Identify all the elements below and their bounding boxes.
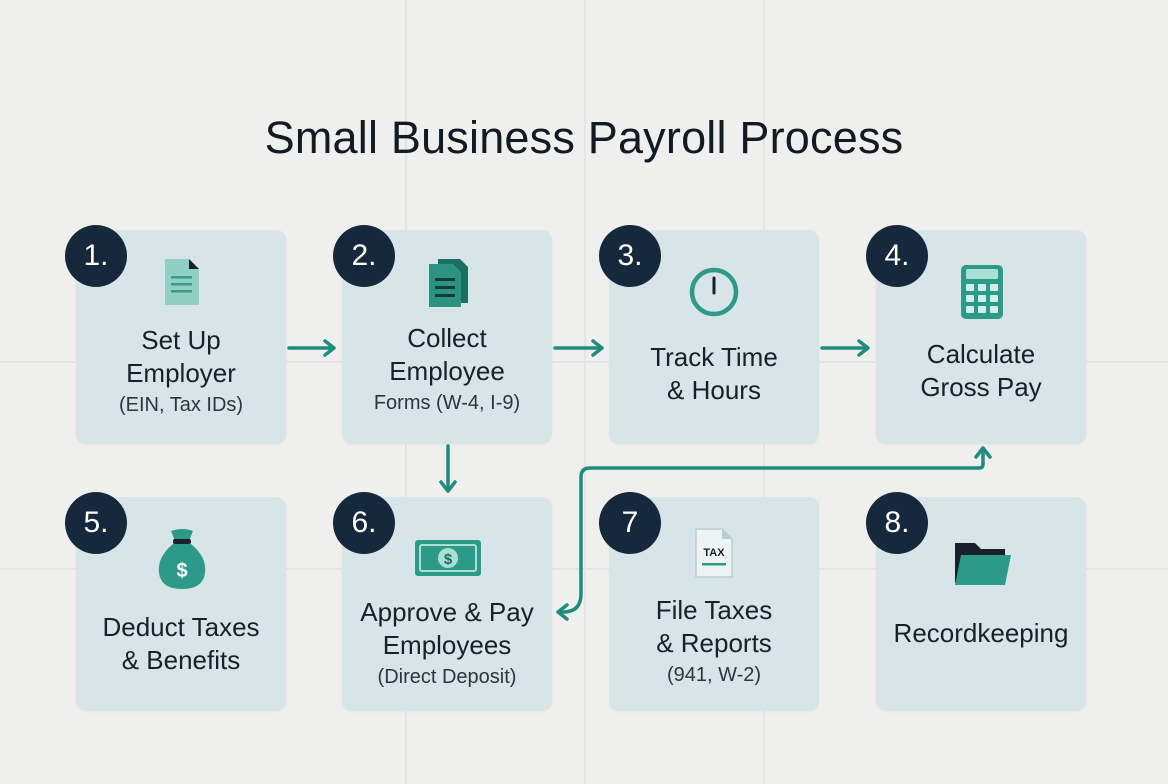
arrow-2-to-6 (439, 444, 457, 493)
forms-icon (426, 256, 472, 315)
document-icon (162, 256, 202, 313)
step-5-title-line1: Deduct Taxes (102, 612, 260, 642)
step-number-badge-6: 6. (333, 492, 395, 554)
step-card-1: Set Up Employer (EIN, Tax IDs) (76, 230, 286, 444)
step-8-title-line1: Recordkeeping (893, 618, 1069, 648)
calculator-icon (959, 263, 1005, 326)
step-number-badge-5: 5. (65, 492, 127, 554)
step-2-detail: Forms (W-4, I-9) (373, 392, 521, 414)
step-number-badge-1: 1. (65, 225, 127, 287)
step-3-title-line2: & Hours (667, 375, 761, 405)
step-1-title-line2: Employer (126, 358, 236, 388)
step-6-title-line2: Employees (382, 630, 512, 660)
step-7-title-line2: & Reports (656, 628, 772, 658)
tax-form-icon-label: TAX (703, 547, 725, 559)
step-3-title-line1: Track Time (650, 342, 778, 372)
tax-form-icon: TAX (694, 527, 734, 584)
step-6-detail: (Direct Deposit) (377, 666, 517, 688)
step-number-badge-8: 8. (866, 492, 928, 554)
step-7-detail: (941, W-2) (666, 664, 762, 686)
clock-icon (688, 266, 740, 323)
dollar-bill-icon: $ (413, 538, 483, 583)
arrow-3-to-4 (820, 339, 870, 357)
step-4-title-line2: Gross Pay (920, 372, 1042, 402)
arrow-1-to-2 (287, 339, 336, 357)
step-number-badge-3: 3. (599, 225, 661, 287)
folder-icon (953, 539, 1013, 592)
step-card-7: TAX File Taxes & Reports (941, W-2) (609, 497, 819, 711)
page-title: Small Business Payroll Process (264, 112, 904, 163)
arrow-loop-6-to-4 (556, 446, 992, 621)
arrow-2-to-3 (553, 339, 604, 357)
step-2-title-line1: Collect (407, 323, 487, 353)
step-number-badge-7: 7 (599, 492, 661, 554)
step-1-title-line1: Set Up (141, 325, 221, 355)
step-number-badge-4: 4. (866, 225, 928, 287)
step-2-title-line2: Employee (389, 356, 505, 386)
step-6-title-line1: Approve & Pay (360, 597, 534, 627)
step-5-title-line2: & Benefits (121, 645, 241, 675)
step-4-title-line1: Calculate (926, 339, 1036, 369)
step-1-detail: (EIN, Tax IDs) (118, 394, 244, 416)
step-7-title-line1: File Taxes (655, 595, 773, 625)
svg-text:$: $ (444, 551, 453, 568)
money-bag-icon: $ (155, 527, 209, 596)
step-number-badge-2: 2. (333, 225, 395, 287)
svg-text:$: $ (176, 560, 187, 582)
